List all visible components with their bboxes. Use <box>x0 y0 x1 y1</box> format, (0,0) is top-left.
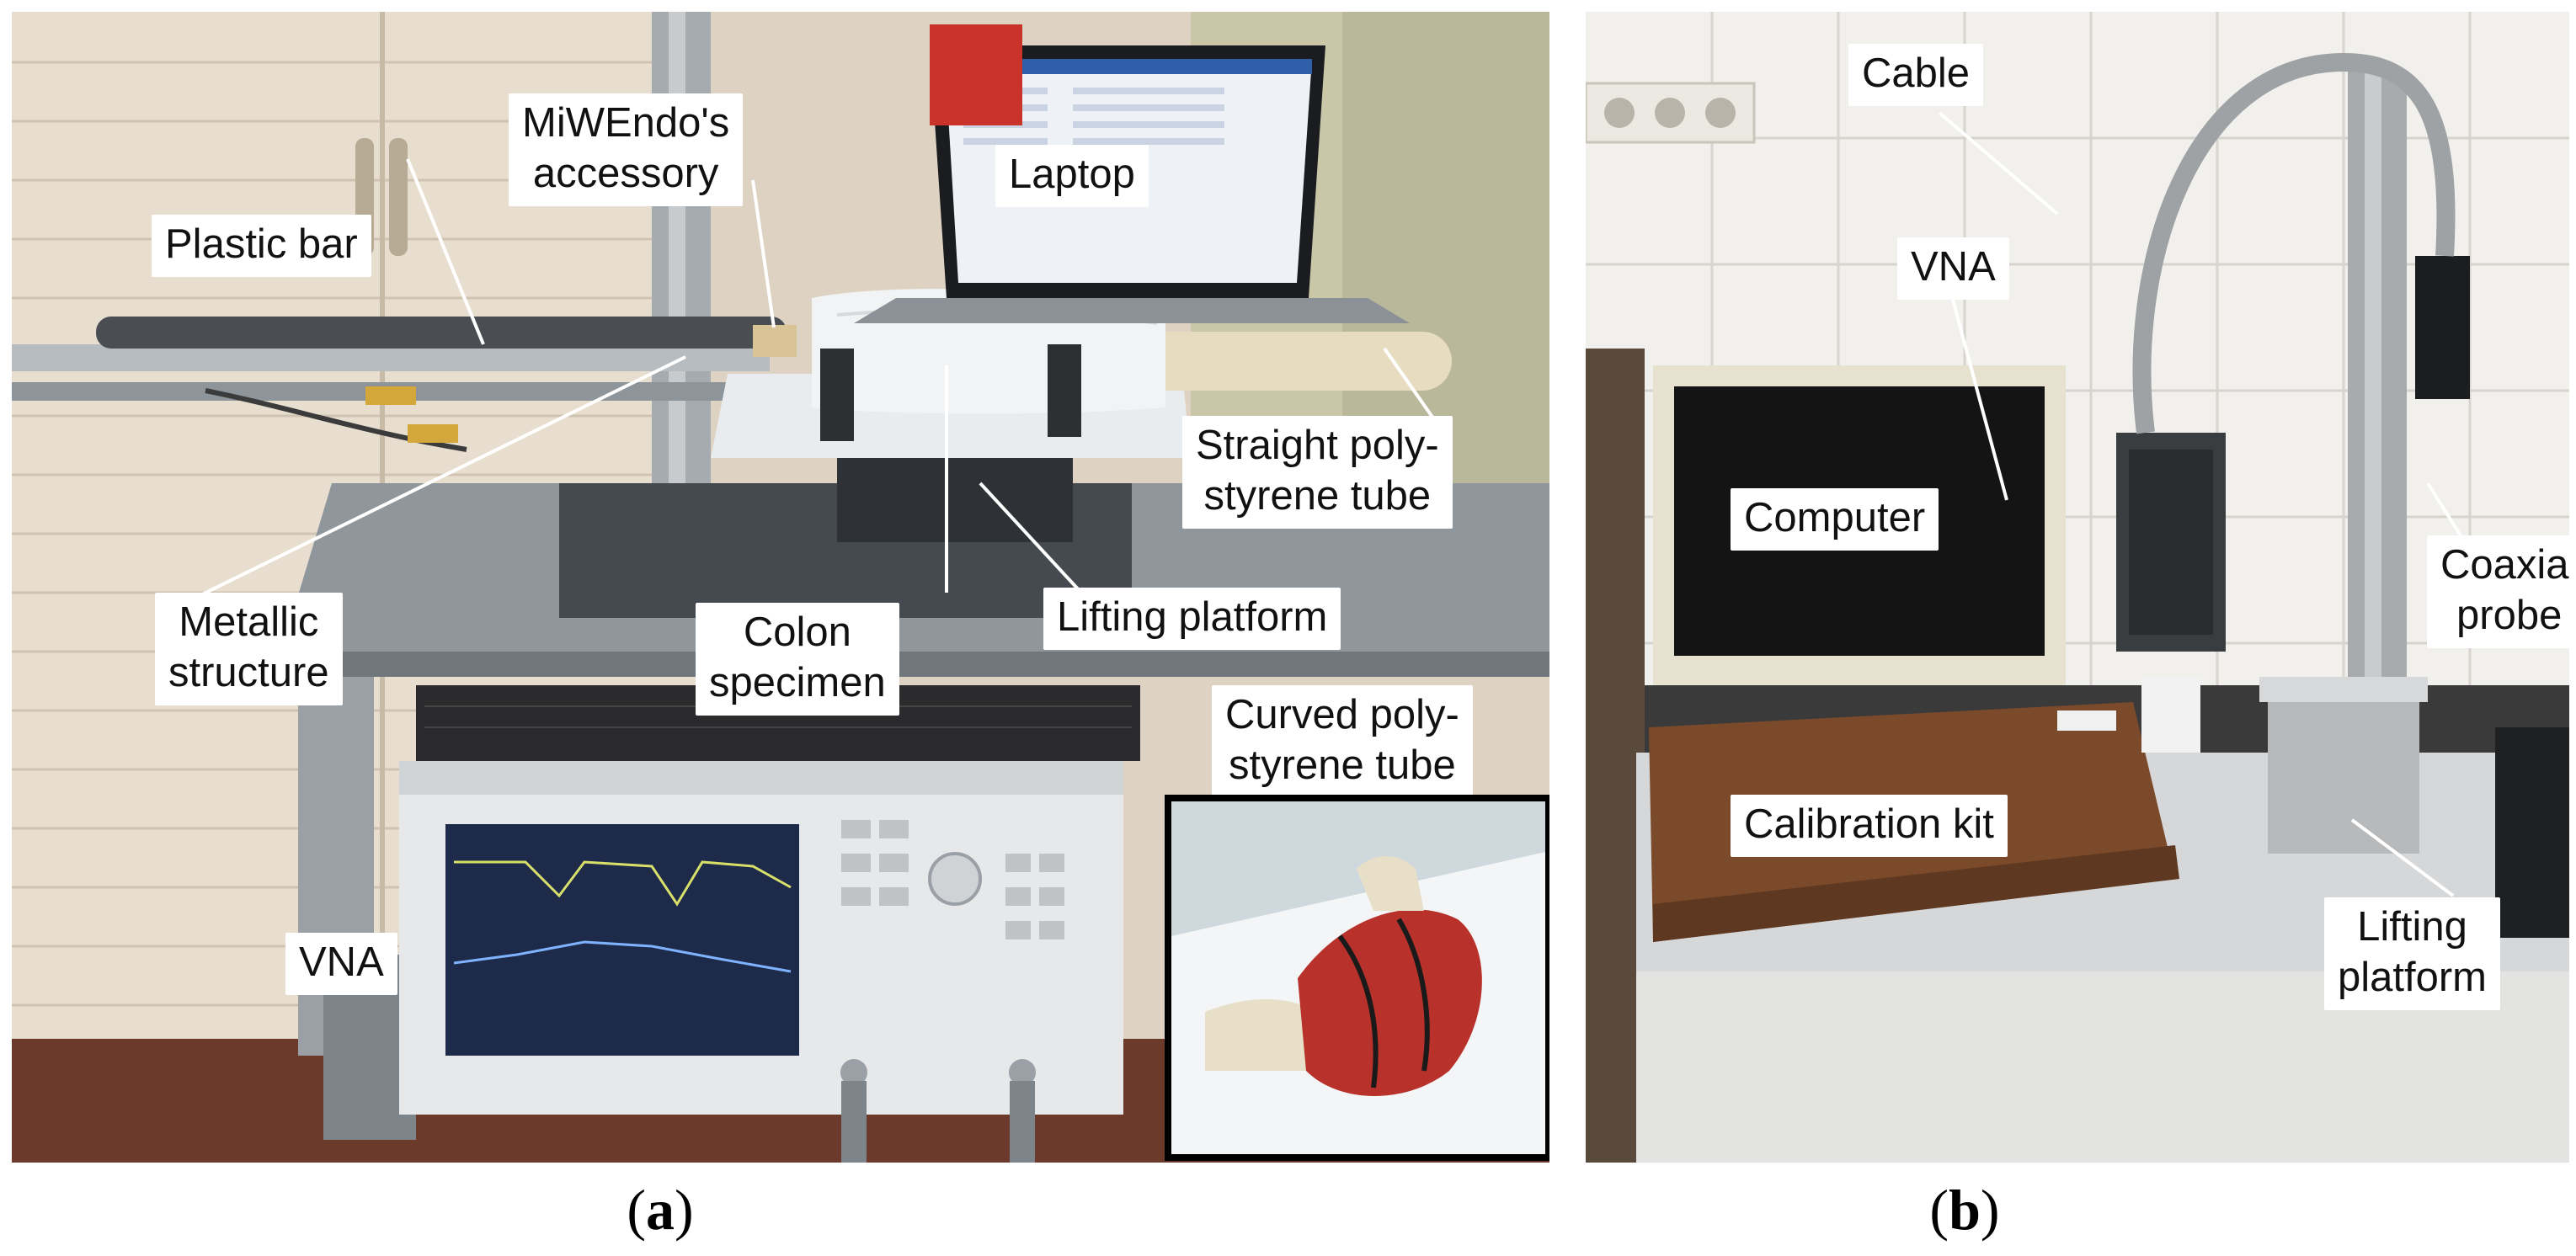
panel-b-photo: Cable VNA Computer Coaxial probe Calibra… <box>1586 12 2569 1163</box>
panel-a-photo: Plastic bar MiWEndo's accessory Laptop S… <box>12 12 1549 1163</box>
label-vna-b: VNA <box>1897 237 2009 300</box>
leader-lifting-platform-b <box>2350 818 2455 897</box>
label-metallic-structure: Metallic structure <box>155 593 343 705</box>
label-coaxial-probe: Coaxial probe <box>2427 535 2569 648</box>
vna-screen <box>445 824 799 1056</box>
label-miwendo-accessory: MiWEndo's accessory <box>509 93 744 206</box>
leader-lifting-platform <box>979 482 1083 594</box>
label-calibration-kit: Calibration kit <box>1731 795 2008 857</box>
label-cable: Cable <box>1848 44 1984 106</box>
label-straight-tube: Straight poly- styrene tube <box>1182 416 1453 529</box>
leader-plastic-bar <box>406 158 485 345</box>
label-curved-tube: Curved poly- styrene tube <box>1212 685 1473 798</box>
caption-b-letter: b <box>1949 1178 1981 1242</box>
leader-vna-b <box>1946 280 2008 501</box>
label-lifting-platform: Lifting platform <box>1043 588 1341 650</box>
plastic-bar <box>96 317 787 349</box>
caption-a-letter: a <box>646 1178 675 1242</box>
label-laptop: Laptop <box>995 145 1149 207</box>
lifting-platform-b <box>2268 685 2419 854</box>
caption-b: (b) <box>1929 1178 2000 1242</box>
leader-cable <box>1938 111 2059 216</box>
curved-tube-inset <box>1165 795 1549 1161</box>
label-colon-specimen: Colon specimen <box>696 603 899 716</box>
label-plastic-bar: Plastic bar <box>152 215 371 277</box>
caption-a: (a) <box>627 1178 694 1242</box>
coaxial-probe <box>2415 256 2470 399</box>
metal-rail <box>12 344 770 371</box>
miwendo-accessory <box>753 325 797 357</box>
colon-specimen-inset <box>1298 909 1482 1096</box>
leader-metallic-structure <box>188 355 686 603</box>
curved-tube <box>1205 999 1323 1071</box>
cable <box>2132 52 2456 434</box>
straight-tube <box>1140 332 1452 391</box>
inset-scene <box>1171 801 1545 1154</box>
label-lifting-platform-b: Lifting platform <box>2324 897 2501 1010</box>
leader-miwendo-accessory <box>751 179 776 328</box>
label-vna-a: VNA <box>285 933 397 995</box>
label-computer: Computer <box>1731 488 1939 551</box>
